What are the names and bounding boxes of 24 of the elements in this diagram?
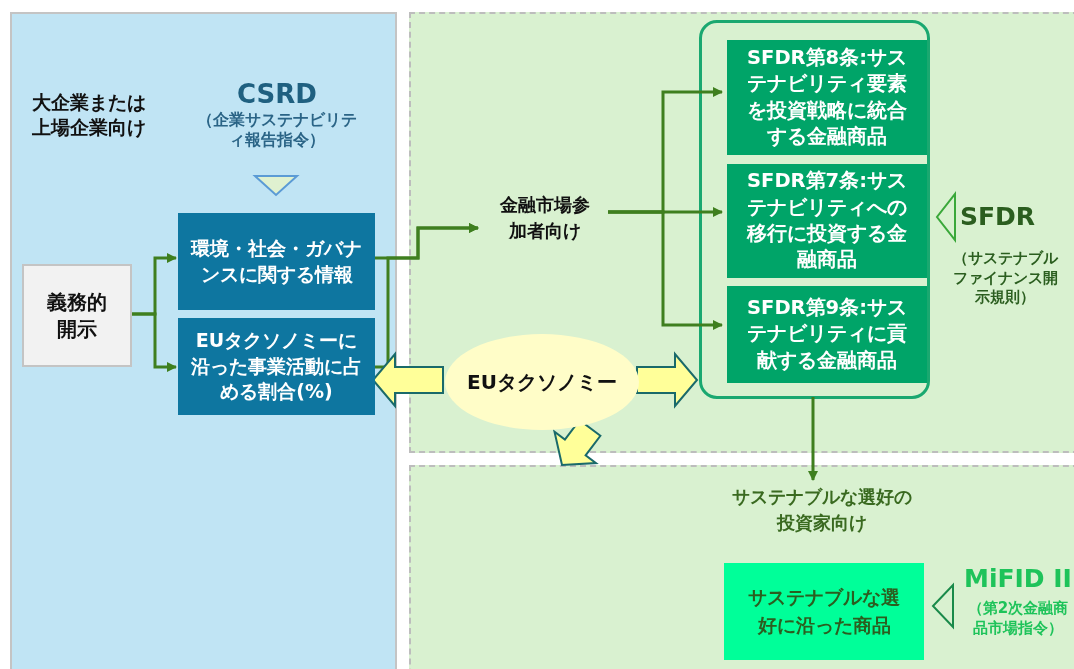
subtitle: （企業サステナビリティ報告指令） (196, 110, 358, 151)
acronym-heading: MiFID II (964, 563, 1073, 595)
panel-heading: 大企業または上場企業向け (32, 90, 147, 140)
panel (409, 12, 1074, 453)
arrow (130, 312, 177, 372)
subtitle: （第2次金融商品市場指令） (966, 599, 1070, 638)
block-arrow (636, 351, 699, 409)
text-label: 金融市場参加者向け (480, 190, 610, 246)
process-box: EUタクソノミーに沿った事業活動に占める割合(%) (178, 318, 375, 415)
product-box: SFDR第7条:サステナビリティへの移行に投資する金融商品 (727, 164, 927, 278)
acronym-heading: CSRD (236, 78, 318, 111)
process-box: 義務的開示 (22, 264, 132, 367)
process-box: 環境・社会・ガバナンスに関する情報 (178, 213, 375, 310)
panel (409, 465, 1074, 669)
arrow (608, 210, 723, 330)
acronym-heading: SFDR (960, 201, 1037, 233)
text-label: サステナブルな選好の投資家向け (714, 482, 930, 538)
panel (10, 12, 397, 669)
product-box: SFDR第8条:サステナビリティ要素を投資戦略に統合する金融商品 (727, 40, 927, 155)
ellipse-label: EUタクソノミー (445, 334, 639, 430)
subtitle: （サステナブルファイナンス開示規則） (952, 249, 1058, 308)
arrow (808, 397, 818, 481)
product-box: SFDR第9条:サステナビリティに貢献する金融商品 (727, 286, 927, 383)
arrow (373, 223, 479, 369)
